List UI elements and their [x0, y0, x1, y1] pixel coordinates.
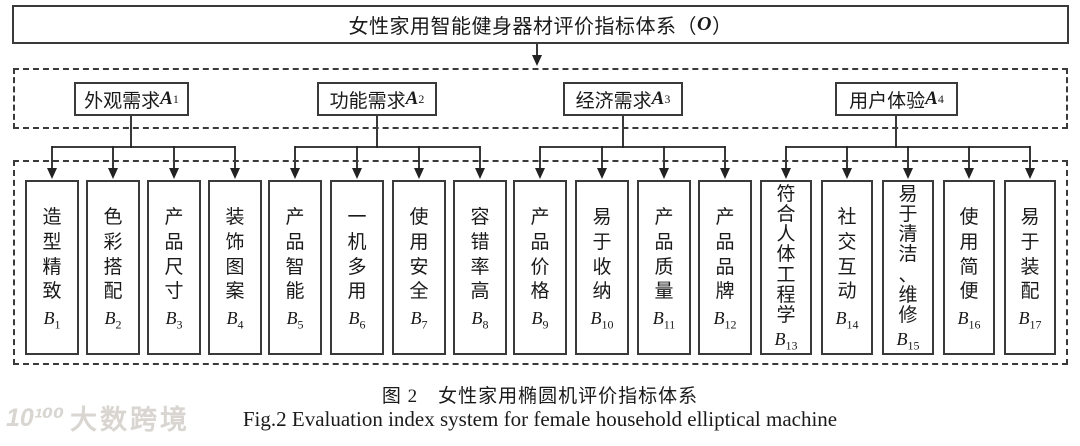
criteria-symbol: A: [405, 88, 419, 109]
index-box-b12: 产品品牌 B12: [698, 180, 752, 355]
index-label: 易于装配: [1020, 207, 1040, 303]
index-symbol: B7: [410, 307, 428, 332]
index-symbol: B6: [348, 307, 366, 332]
criteria-symbol: A: [160, 88, 173, 109]
index-label: 产品质量: [654, 207, 674, 303]
index-box-b9: 产品价格 B9: [513, 180, 567, 355]
root-symbol: O: [697, 13, 712, 35]
index-symbol: B16: [957, 307, 981, 332]
index-box-b17: 易于装配 B17: [1004, 180, 1056, 355]
index-symbol: B17: [1018, 307, 1042, 332]
index-symbol: B2: [104, 307, 122, 332]
index-box-b3: 产品尺寸 B3: [147, 180, 201, 355]
index-layer-container: [13, 160, 1068, 365]
index-box-b16: 使用简便 B16: [943, 180, 995, 355]
figure-caption-zh: 图 2 女性家用椭圆机评价指标体系: [381, 386, 699, 407]
index-symbol: B11: [652, 307, 676, 332]
index-label: 产品智能: [285, 207, 305, 303]
index-box-b11: 产品质量 B11: [637, 180, 691, 355]
criteria-label: 用户体验: [849, 90, 926, 112]
index-box-b7: 使用安全 B7: [392, 180, 446, 355]
root-box: 女性家用智能健身器材评价指标体系（O）: [12, 5, 1069, 44]
index-box-b14: 社交互动 B14: [821, 180, 873, 355]
criteria-label: 功能需求: [329, 90, 406, 112]
index-symbol: B3: [165, 307, 183, 332]
index-box-b13: 符合人体工程学 B13: [760, 180, 812, 355]
index-symbol: B15: [896, 328, 920, 353]
watermark-text: 大数跨境: [70, 405, 191, 435]
index-box-b2: 色彩搭配 B2: [86, 180, 140, 355]
index-label: 符合人体工程学: [776, 184, 796, 326]
criteria-symbol: A: [651, 88, 665, 109]
index-label: 色彩搭配: [103, 207, 123, 303]
criteria-symbol: A: [925, 88, 938, 109]
criteria-label: 经济需求: [575, 90, 652, 112]
index-symbol: B1: [43, 307, 61, 332]
index-symbol: B4: [226, 307, 244, 332]
figure-caption-en: Fig.2 Evaluation index system for female…: [242, 407, 838, 431]
index-box-b6: 一机多用 B6: [330, 180, 384, 355]
index-label: 易于清洁、维修: [898, 184, 918, 326]
root-title-close: ）: [711, 16, 733, 38]
index-box-b1: 造型精致 B1: [25, 180, 79, 355]
watermark: 10¹⁰⁰ 大数跨境: [6, 398, 190, 437]
index-symbol: B14: [835, 307, 859, 332]
index-box-b8: 容错率高 B8: [453, 180, 507, 355]
index-symbol: B13: [774, 328, 798, 353]
watermark-logo-icon: 10¹⁰⁰: [6, 403, 65, 432]
index-label: 产品尺寸: [164, 207, 184, 303]
index-symbol: B9: [531, 307, 549, 332]
index-label: 装饰图案: [225, 207, 245, 303]
index-label: 造型精致: [42, 207, 62, 303]
index-box-b15: 易于清洁、维修 B15: [882, 180, 934, 355]
criteria-label: 外观需求: [84, 90, 161, 112]
index-symbol: B8: [471, 307, 489, 332]
index-label: 一机多用: [347, 207, 367, 303]
index-label: 社交互动: [837, 207, 857, 303]
criteria-layer-container: [13, 68, 1068, 129]
index-box-b5: 产品智能 B5: [268, 180, 322, 355]
index-symbol: B5: [286, 307, 304, 332]
index-box-b4: 装饰图案 B4: [208, 180, 262, 355]
index-label: 使用简便: [959, 207, 979, 303]
index-label: 使用安全: [409, 207, 429, 303]
root-title: 女性家用智能健身器材评价指标体系（: [348, 16, 698, 38]
index-symbol: B10: [590, 307, 614, 332]
index-label: 容错率高: [470, 207, 490, 303]
index-box-b10: 易于收纳 B10: [575, 180, 629, 355]
index-label: 产品价格: [530, 207, 550, 303]
index-label: 产品品牌: [715, 207, 735, 303]
index-label: 易于收纳: [592, 207, 612, 303]
index-symbol: B12: [713, 307, 737, 332]
